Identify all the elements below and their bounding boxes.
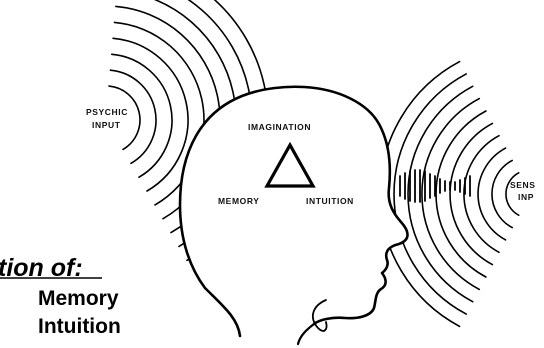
memory-label: MEMORY <box>218 196 260 206</box>
neck-line <box>298 324 314 344</box>
sensory-input-label-line1: SENS <box>510 180 536 190</box>
psychic-input-label-line2: INPUT <box>92 120 121 130</box>
psychic-wave-arc <box>109 86 140 149</box>
list-item-intuition: Intuition <box>38 315 121 338</box>
sensory-wave-arc <box>492 160 512 227</box>
psychic-input-label-line1: PSYCHIC <box>86 107 128 117</box>
list-item-memory: Memory <box>38 287 119 310</box>
intuition-label: INTUITION <box>306 196 354 206</box>
imagination-label: IMAGINATION <box>248 122 311 132</box>
sensory-input-label-line2: INP <box>518 192 534 202</box>
sensory-signal-strokes <box>400 170 470 202</box>
